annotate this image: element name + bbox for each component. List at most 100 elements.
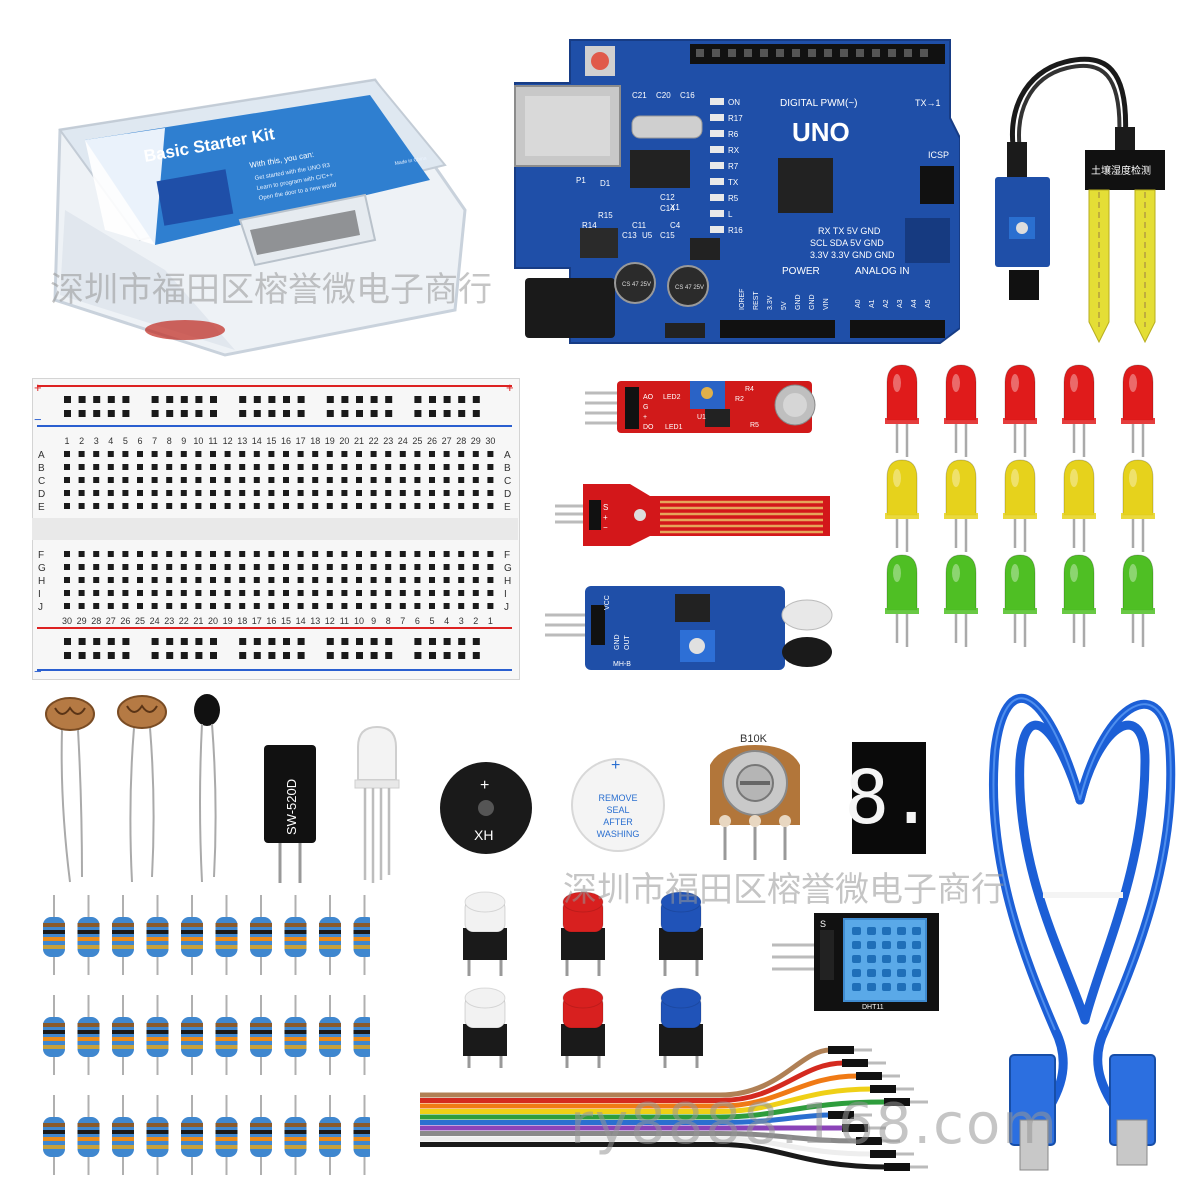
terminal-hole (399, 603, 406, 609)
rail-hole (107, 652, 115, 659)
jumper-wire (420, 1046, 872, 1098)
terminal-hole (78, 577, 85, 583)
terminal-hole (326, 464, 333, 470)
terminal-hole (137, 590, 143, 596)
terminal-hole (458, 477, 465, 483)
resistor (181, 1095, 203, 1175)
rail-hole (122, 652, 130, 659)
photoresistor (117, 695, 167, 883)
terminal-hole (399, 464, 406, 470)
row-label: E (504, 502, 511, 513)
rail-hole (341, 638, 349, 645)
water-label-plus: + (603, 513, 608, 522)
terminal-hole (326, 503, 333, 509)
terminal-hole (487, 551, 494, 557)
column-label: 3 (459, 616, 464, 626)
sound-label-do: DO (643, 424, 654, 431)
column-label: 12 (223, 436, 233, 446)
column-label: 19 (325, 436, 335, 446)
terminal-hole (429, 451, 435, 457)
power-pin-ioref: IOREF (739, 289, 746, 310)
blue-push-button (659, 987, 703, 1068)
led-label-r17: R17 (728, 114, 743, 123)
terminal-hole (180, 490, 187, 496)
terminal-hole (283, 603, 289, 609)
terminal-hole (443, 577, 450, 583)
power-header (720, 320, 835, 338)
terminal-hole (268, 590, 275, 596)
terminal-hole (166, 551, 173, 557)
terminal-hole (210, 490, 216, 496)
passive-buzzer-plus: + (611, 757, 620, 774)
terminal-hole (78, 603, 85, 609)
terminal-hole (385, 477, 392, 483)
dht-vent (867, 969, 876, 977)
terminal-hole (64, 477, 70, 483)
row-label: A (504, 450, 511, 461)
terminal-hole (253, 464, 260, 470)
terminal-hole (210, 577, 216, 583)
dht-vent (882, 927, 891, 935)
cap-c16: C16 (680, 91, 695, 100)
row-label: C (504, 476, 511, 487)
terminal-hole (472, 503, 479, 509)
cap-c13: C13 (622, 231, 637, 240)
ir-label-vcc: VCC (604, 595, 611, 610)
terminal-hole (356, 503, 362, 509)
terminal-hole (399, 577, 406, 583)
dht-vent (882, 983, 891, 991)
rail-hole (429, 396, 436, 403)
rail-hole (253, 638, 261, 645)
column-label: 13 (310, 616, 320, 626)
column-label: 9 (371, 616, 376, 626)
column-label: 10 (354, 616, 364, 626)
terminal-hole (429, 503, 435, 509)
uno-name: UNO (792, 117, 850, 147)
dht-vent (897, 969, 906, 977)
terminal-hole (370, 590, 377, 596)
rail-hole (253, 410, 261, 417)
terminal-hole (341, 577, 348, 583)
dht-label-model: DHT11 (862, 1004, 884, 1011)
resistor (146, 1095, 169, 1175)
rail-hole (429, 638, 436, 645)
photoresistors-thermistor (45, 694, 220, 883)
terminal-hole (283, 451, 289, 457)
terminal-hole (487, 477, 494, 483)
rail-hole (253, 396, 261, 403)
terminal-hole (297, 503, 304, 509)
rail-hole (414, 638, 422, 645)
terminal-hole (312, 451, 319, 457)
sound-sensor-module: AO G + DO LED2 LED1 R4 R2 U1 R5 (585, 381, 816, 433)
led-label-r16: R16 (728, 226, 743, 235)
dc-jack (525, 278, 615, 338)
terminal-hole (93, 477, 100, 483)
rail-hole (268, 396, 276, 403)
rail-hole (210, 638, 217, 645)
terminal-hole (122, 477, 129, 483)
terminal-hole (195, 603, 202, 609)
rail-hole (64, 410, 71, 417)
rail-hole (472, 652, 480, 659)
rail-hole (283, 396, 290, 403)
column-label: 13 (237, 436, 247, 446)
terminal-hole (414, 477, 421, 483)
water-level-sensor: S + − (555, 484, 830, 546)
electrolytic-capacitor (667, 265, 709, 307)
red-led (1062, 364, 1096, 457)
resistor (77, 1095, 100, 1175)
row-label: F (504, 550, 510, 561)
rail-hole (210, 396, 217, 403)
led-label-l: L (728, 210, 733, 219)
ir-obstacle-sensor: VCC GND OUT MH-B (545, 586, 833, 670)
tilt-switch: SW-520D (264, 745, 316, 883)
terminal-hole (487, 490, 494, 496)
rail-hole (195, 652, 203, 659)
analog-pin-a3: A3 (897, 299, 904, 308)
terminal-hole (458, 590, 465, 596)
terminal-hole (312, 551, 319, 557)
rail-hole (64, 396, 71, 403)
terminal-hole (326, 451, 333, 457)
terminal-hole (253, 590, 260, 596)
terminal-hole (122, 490, 129, 496)
